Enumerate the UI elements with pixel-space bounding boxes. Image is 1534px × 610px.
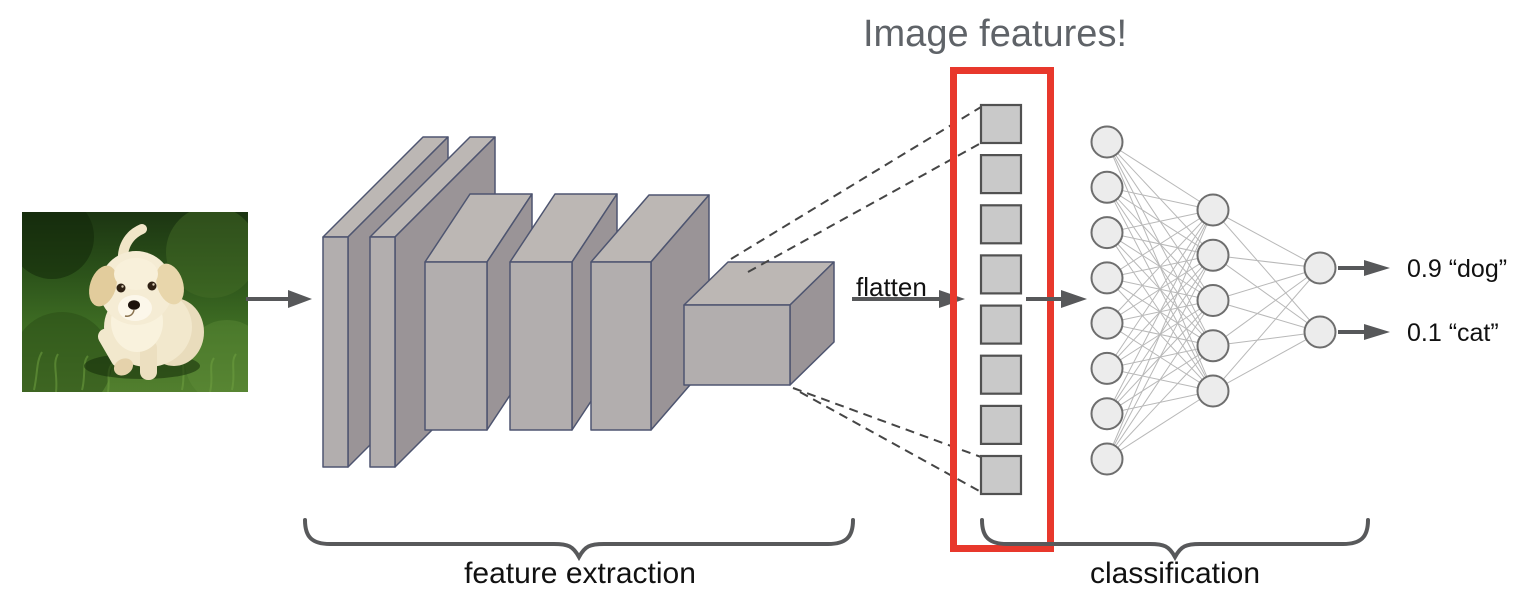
- network-edge: [1106, 209, 1214, 279]
- feature-cell: [979, 204, 1023, 245]
- feature-cell: [979, 304, 1023, 345]
- vector-to-network-arrow: [1026, 290, 1087, 308]
- feature-vector-cells: [979, 103, 1023, 496]
- network-node: [1090, 351, 1124, 385]
- network-edge: [1212, 209, 1321, 269]
- output-arrow-cat: [1338, 324, 1390, 340]
- feature-cell: [979, 454, 1023, 496]
- network-node: [1196, 193, 1230, 227]
- network-node: [1090, 397, 1124, 431]
- network-edge: [1212, 267, 1321, 347]
- classification-brace: [980, 518, 1370, 562]
- network-node: [1196, 238, 1230, 272]
- network-edge: [1106, 186, 1214, 211]
- network-edge: [1212, 331, 1321, 347]
- network-edge: [1212, 267, 1321, 392]
- network-edge: [1106, 345, 1214, 460]
- feature-cell: [979, 154, 1023, 195]
- network-edge: [1106, 255, 1214, 460]
- network-node: [1090, 170, 1124, 204]
- flatten-label: flatten: [856, 272, 927, 302]
- output-label-dog: 0.9 “dog”: [1407, 255, 1508, 283]
- network-node: [1090, 261, 1124, 295]
- output-arrow-dog: [1338, 260, 1390, 276]
- network-node: [1090, 306, 1124, 340]
- network-node: [1196, 374, 1230, 408]
- network-edges: [1106, 141, 1321, 460]
- conv-block-5: [590, 194, 710, 431]
- network-edge: [1106, 209, 1214, 414]
- network-node: [1090, 125, 1124, 159]
- network-node: [1196, 329, 1230, 363]
- network-edge: [1212, 254, 1321, 333]
- network-edge: [1106, 209, 1214, 460]
- feature-cell: [979, 354, 1023, 395]
- network-edge: [1106, 209, 1214, 324]
- network-edge: [1106, 141, 1214, 211]
- network-node: [1196, 284, 1230, 317]
- conv-block-6: [683, 261, 835, 386]
- network-edge: [1212, 267, 1321, 301]
- conv-blocks: [322, 136, 835, 468]
- network-edge: [1106, 209, 1214, 234]
- diagram-title: Image features!: [862, 13, 1128, 55]
- network-nodes: [1090, 125, 1337, 476]
- feature-cell: [979, 404, 1023, 445]
- output-label-cat: 0.1 “cat”: [1407, 319, 1499, 347]
- input-arrow: [246, 290, 312, 308]
- network-edge: [1212, 254, 1321, 269]
- network-edge: [1106, 209, 1214, 369]
- network-edge: [1106, 300, 1214, 460]
- network-node: [1303, 251, 1337, 285]
- network-edge: [1212, 331, 1321, 392]
- feature-extraction-brace: [303, 518, 855, 562]
- network-edge: [1212, 300, 1321, 333]
- network-edge: [1212, 209, 1321, 333]
- feature-cell: [979, 103, 1023, 145]
- network-node: [1090, 216, 1124, 250]
- input-photo: [22, 212, 248, 392]
- network-node: [1090, 442, 1124, 476]
- network-node: [1303, 315, 1337, 349]
- network-edge: [1106, 390, 1214, 460]
- puppy-illustration: [89, 224, 204, 380]
- feature-cell: [979, 254, 1023, 295]
- grass-blades: [33, 351, 237, 392]
- classification-label: classification: [1089, 557, 1261, 590]
- red-highlight-box: [950, 67, 1054, 552]
- feature-extraction-label: feature extraction: [464, 557, 696, 590]
